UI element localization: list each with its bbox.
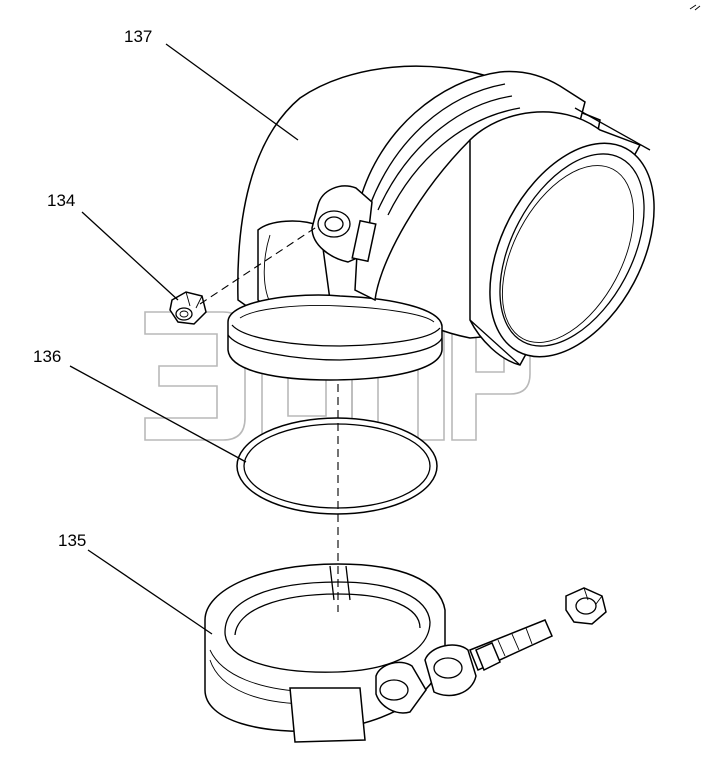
elbow-pipe-part (227, 65, 655, 381)
leader-line-137 (165, 43, 299, 141)
callout-134: 134 (47, 191, 75, 210)
leader-line-136 (69, 365, 247, 463)
leader-line-135 (87, 549, 213, 635)
leader-line-134 (81, 211, 179, 301)
assembly-centerline-nut (199, 225, 319, 305)
nut-part-134 (169, 291, 207, 325)
callout-137: 137 (124, 27, 152, 46)
corner-mark (689, 4, 701, 11)
callout-135: 135 (58, 531, 86, 550)
o-ring-part-136 (236, 417, 438, 515)
v-band-clamp-part-135 (204, 563, 607, 743)
callout-136: 136 (33, 347, 61, 366)
